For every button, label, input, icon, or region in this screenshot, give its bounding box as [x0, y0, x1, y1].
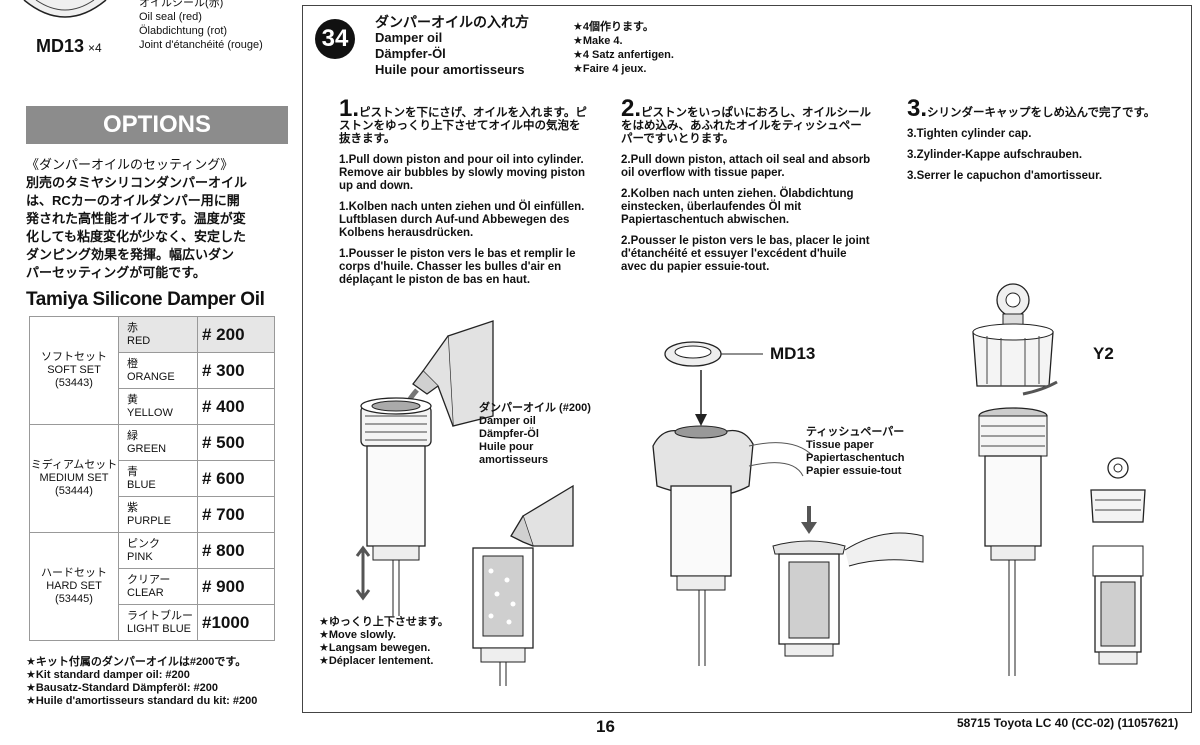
oil-weight: # 400: [197, 388, 275, 425]
wipe-oil-illustration: [772, 506, 924, 657]
seal-part-code: MD13×4: [36, 36, 102, 56]
oil-bubbles-illustration: [472, 484, 574, 686]
md13-label: MD13: [770, 344, 816, 363]
cylinder-cap-illustration: [972, 283, 1058, 676]
oil-weight: #1000: [197, 604, 275, 641]
assembled-damper-illustration: [1090, 457, 1146, 665]
pour-oil-illustration: [355, 320, 494, 616]
substep-3: 3.シリンダーキャップをしめ込んで完了です。 3.Tighten cylinde…: [907, 95, 1156, 183]
step-title: ダンパーオイルの入れ方 Damper oil Dämpfer-Öl Huile …: [375, 14, 529, 77]
oil-weight: # 600: [197, 460, 275, 497]
seal-part-names: オイルシール(赤) Oil seal (red) Ölabdichtung (r…: [139, 0, 263, 51]
substep-1: 1.ピストンを下にさげ、オイルを入れます。ピストンをゆっくり上下させてオイル中の…: [339, 95, 587, 287]
seal-tissue-illustration: [652, 341, 814, 666]
product-title: Tamiya Silicone Damper Oil: [26, 289, 265, 310]
manual-identifier: 58715 Toyota LC 40 (CC-02) (11057621): [957, 716, 1179, 730]
oil-weight: # 300: [197, 352, 275, 389]
y2-label: Y2: [1093, 344, 1114, 363]
page-number: 16: [596, 717, 615, 736]
oil-weight: # 900: [197, 568, 275, 605]
step-panel: 34 ダンパーオイルの入れ方 Damper oil Dämpfer-Öl Hui…: [302, 5, 1192, 713]
oil-weight: # 500: [197, 424, 275, 461]
substep-2: 2.ピストンをいっぱいにおろし、オイルシールをはめ込み、あふれたオイルをティッシ…: [621, 95, 872, 274]
options-header: OPTIONS: [26, 106, 288, 144]
step-number-badge: 34: [315, 19, 355, 59]
oil-weight: # 700: [197, 496, 275, 533]
kit-oil-notes: ★キット付属のダンパーオイルは#200です。 ★Kit standard dam…: [26, 656, 258, 707]
oil-seal-illustration: [23, 0, 107, 18]
oil-weight: # 800: [197, 532, 275, 569]
oil-weight: # 200: [197, 316, 275, 353]
make-quantity-note: ★4個作ります。 ★Make 4. ★4 Satz anfertigen. ★F…: [573, 21, 674, 75]
seal-part-qty: ×4: [88, 41, 102, 55]
move-slowly-note: ★ゆっくり上下させます。★Move slowly.★Langsam bewege…: [319, 616, 449, 667]
options-description: 《ダンパーオイルのセッティング》 別売のタミヤシリコンダンパーオイル は、RCカ…: [26, 157, 248, 280]
